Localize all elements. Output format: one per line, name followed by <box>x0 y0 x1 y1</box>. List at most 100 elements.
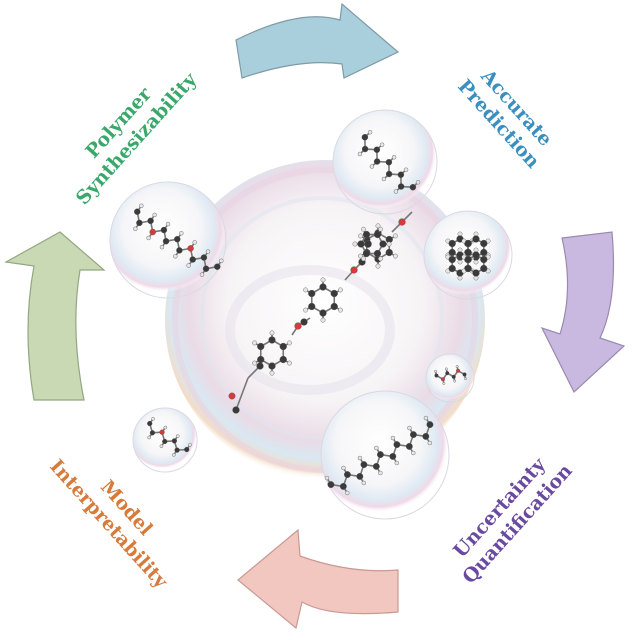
carbon-atom <box>202 265 210 272</box>
carbon-atom <box>426 421 434 428</box>
hydrogen-atom <box>378 470 383 476</box>
carbon-atom <box>361 145 369 153</box>
hydrogen-atom <box>361 480 367 486</box>
carbon-atom <box>256 362 264 370</box>
carbon-atom <box>480 248 488 257</box>
oxygen-atom <box>228 392 236 400</box>
hydrogen-atom <box>205 249 211 254</box>
carbon-atom <box>464 255 472 264</box>
carbon-atom <box>174 447 180 453</box>
carbon-atom <box>385 159 393 166</box>
molecule-top-right-chain <box>357 130 421 194</box>
oxygen-atom <box>456 368 461 373</box>
hydrogen-atom <box>464 377 467 381</box>
molecule-center-polyester <box>228 211 413 414</box>
carbon-atom <box>268 336 276 344</box>
hydrogen-atom <box>442 382 446 385</box>
carbon-atom <box>409 184 417 191</box>
hydrogen-atom <box>379 142 385 147</box>
hydrogen-atom <box>357 455 363 461</box>
carbon-atom <box>184 446 190 453</box>
hydrogen-atom <box>199 272 205 277</box>
carbon-atom <box>330 302 338 311</box>
carbon-atom <box>308 289 316 298</box>
label-uncertainty-quantification: Uncertainty Quantification <box>449 453 577 588</box>
hydrogen-atom <box>186 263 191 268</box>
carbon-atom <box>356 473 364 480</box>
hydrogen-atom <box>171 453 176 457</box>
carbon-atom <box>372 463 380 470</box>
carbon-atom <box>410 431 417 438</box>
hydrogen-atom <box>146 235 151 241</box>
oxygen-atom <box>294 322 302 330</box>
hydrogen-atom <box>375 223 381 229</box>
carbon-atom <box>327 481 335 488</box>
hydrogen-atom <box>163 425 168 430</box>
carbon-atom <box>373 146 381 153</box>
carbon-atom <box>147 420 153 427</box>
carbon-atom <box>364 240 372 248</box>
hydrogen-atom <box>147 435 151 440</box>
hydrogen-atom <box>393 189 399 194</box>
hydrogen-atom <box>403 167 409 172</box>
oxygen-atom <box>398 218 406 226</box>
carbon-atom <box>162 238 170 245</box>
carbon-atom <box>464 248 472 257</box>
carbon-atom <box>451 374 456 379</box>
hydrogen-atom <box>188 443 192 447</box>
hydrogen-atom <box>324 475 330 481</box>
carbon-atom <box>319 283 327 291</box>
carbon-atom <box>373 230 382 239</box>
hydrogen-atom <box>386 241 392 247</box>
molecule-tiny-right <box>434 365 467 385</box>
carbon-atom <box>397 183 405 190</box>
hydrogen-atom <box>165 221 171 227</box>
hydrogen-atom <box>427 440 433 446</box>
carbon-atom <box>319 309 327 317</box>
hydrogen-atom <box>375 263 381 269</box>
carbon-atom <box>448 248 456 257</box>
carbon-atom <box>257 355 265 364</box>
hydrogen-atom <box>361 256 366 262</box>
carbon-atom <box>472 269 480 277</box>
hydrogen-atom <box>352 241 358 247</box>
hydrogen-atom <box>303 307 308 313</box>
carbon-atom <box>480 264 488 273</box>
molecule-right-polycyclic <box>445 231 491 281</box>
carbon-atom <box>279 342 287 351</box>
center-bubble-swirl <box>225 265 395 395</box>
molecule-bottom-left-chain <box>147 417 192 457</box>
hydrogen-atom <box>361 226 366 232</box>
oxygen-atom <box>440 377 445 382</box>
carbon-atom <box>464 239 472 248</box>
hydrogen-atom <box>252 360 257 366</box>
hydrogen-atom <box>378 226 383 232</box>
carbon-atom <box>357 240 365 248</box>
carbon-atom <box>360 461 368 468</box>
hydrogen-atom <box>139 203 144 208</box>
carbon-atom <box>300 318 308 326</box>
hydrogen-atom <box>434 369 437 373</box>
carbon-atom <box>279 355 287 364</box>
carbon-atom <box>393 441 401 448</box>
carbon-atom <box>373 158 381 165</box>
carbon-atom <box>385 248 393 257</box>
carbon-atom <box>362 249 371 258</box>
carbon-atom <box>214 263 221 270</box>
carbon-atom <box>377 451 384 458</box>
oxygen-atom <box>159 429 165 435</box>
carbon-atom <box>448 239 456 248</box>
carbon-atom <box>147 217 154 225</box>
carbon-atom <box>176 247 183 254</box>
arrow-left <box>4 231 106 401</box>
carbon-atom <box>464 264 472 273</box>
bubble-tiny-right <box>425 353 475 403</box>
hydrogen-atom <box>320 277 326 283</box>
carbon-atom <box>232 406 240 414</box>
label-accurate-prediction: Accurate Prediction <box>453 65 556 173</box>
carbon-atom <box>308 302 316 311</box>
hydrogen-atom <box>287 360 292 366</box>
carbon-atom <box>171 438 177 444</box>
carbon-atom <box>136 219 143 227</box>
